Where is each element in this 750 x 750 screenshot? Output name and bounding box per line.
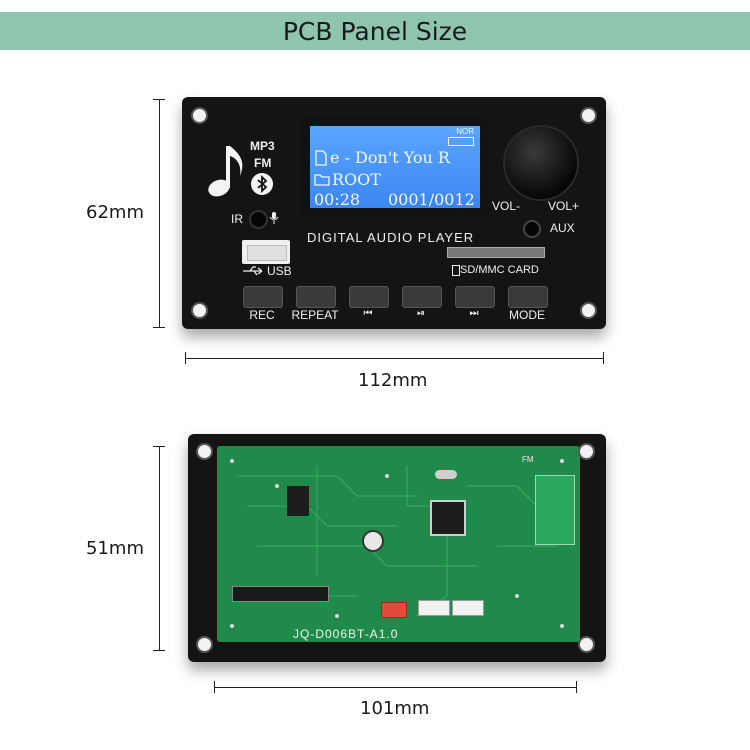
volume-knob[interactable] [503, 125, 579, 201]
usb-port[interactable] [242, 240, 290, 264]
lcd-badge: NOR [456, 127, 474, 136]
main-processor-chip [430, 500, 466, 536]
pcb-traces [230, 459, 564, 628]
mode-button[interactable] [508, 286, 548, 308]
usb-label: USB [267, 264, 292, 278]
music-note-icon [208, 146, 243, 197]
mount-hole-front-tr [580, 107, 597, 124]
mp3-label: MP3 [250, 139, 275, 153]
back-height-label: 51mm [86, 538, 144, 559]
mount-hole-front-br [580, 302, 597, 319]
lcd-time: 00:28 [314, 190, 361, 209]
mount-hole-front-bl [191, 302, 208, 319]
previous-button[interactable] [349, 286, 389, 308]
bluetooth-icon [251, 173, 273, 195]
usb-icon [243, 266, 263, 276]
rec-label: REC [249, 308, 275, 322]
back-height-line [159, 446, 160, 650]
white-connector-right [452, 600, 484, 616]
red-connector [381, 602, 407, 618]
play-pause-button[interactable] [402, 286, 442, 308]
file-icon [315, 150, 327, 166]
capacitor [362, 530, 384, 552]
mount-hole-back-tl [196, 443, 213, 460]
next-icon: ⏭ [469, 308, 479, 319]
mount-hole-front-tl [191, 107, 208, 124]
repeat-label: REPEAT [291, 308, 339, 322]
regulator-chip [287, 486, 309, 516]
lcd-track: 0001/0012 [388, 190, 475, 209]
front-width-line [185, 358, 603, 359]
front-width-tick-right [603, 352, 604, 364]
ir-sensor [249, 210, 268, 229]
lcd-badge-mini [448, 137, 474, 146]
mount-hole-back-tr [578, 443, 595, 460]
fm-label: FM [254, 156, 272, 170]
back-width-tick-right [576, 681, 577, 693]
white-connector-left [418, 600, 450, 616]
aux-label: AUX [550, 221, 575, 235]
front-height-tick-bottom [153, 327, 165, 328]
ir-label: IR [231, 212, 243, 226]
sd-card-icon [452, 265, 460, 276]
repeat-button[interactable] [296, 286, 336, 308]
rec-button[interactable] [243, 286, 283, 308]
title-banner: PCB Panel Size [0, 12, 750, 50]
front-height-label: 62mm [86, 202, 144, 223]
lcd-screen: NOR e - Don't You R ROOT 00:28 0001/0012 [310, 126, 480, 209]
aux-jack[interactable] [523, 220, 541, 238]
mode-label: MODE [509, 308, 545, 322]
crystal [435, 470, 457, 479]
back-height-tick-bottom [153, 650, 165, 651]
mount-hole-back-bl [196, 636, 213, 653]
bluetooth-antenna [535, 475, 575, 545]
microphone-icon [269, 212, 279, 224]
lcd-ribbon-pins [232, 586, 329, 602]
board-model-label: JQ-D006BT-A1.0 [293, 627, 399, 641]
mount-hole-back-br [578, 636, 595, 653]
front-height-line [159, 99, 160, 327]
lcd-display: NOR e - Don't You R ROOT 00:28 0001/0012 [302, 118, 488, 216]
front-width-label: 112mm [358, 370, 428, 391]
vol-minus-label: VOL- [492, 199, 521, 213]
page-title: PCB Panel Size [282, 16, 468, 46]
back-width-label: 101mm [360, 698, 430, 719]
sd-card-slot[interactable] [447, 247, 545, 258]
next-button[interactable] [455, 286, 495, 308]
vol-plus-label: VOL+ [548, 199, 580, 213]
brand-label: DIGITAL AUDIO PLAYER [307, 230, 475, 245]
sd-label: SD/MMC CARD [460, 264, 539, 276]
lcd-song-title: e - Don't You R [330, 148, 450, 167]
folder-icon [314, 174, 330, 186]
fm-mark: FM [522, 455, 534, 464]
play-pause-icon: ⏯ [417, 308, 425, 319]
previous-icon: ⏮ [363, 308, 373, 319]
back-width-line [214, 687, 576, 688]
lcd-folder: ROOT [332, 170, 381, 189]
